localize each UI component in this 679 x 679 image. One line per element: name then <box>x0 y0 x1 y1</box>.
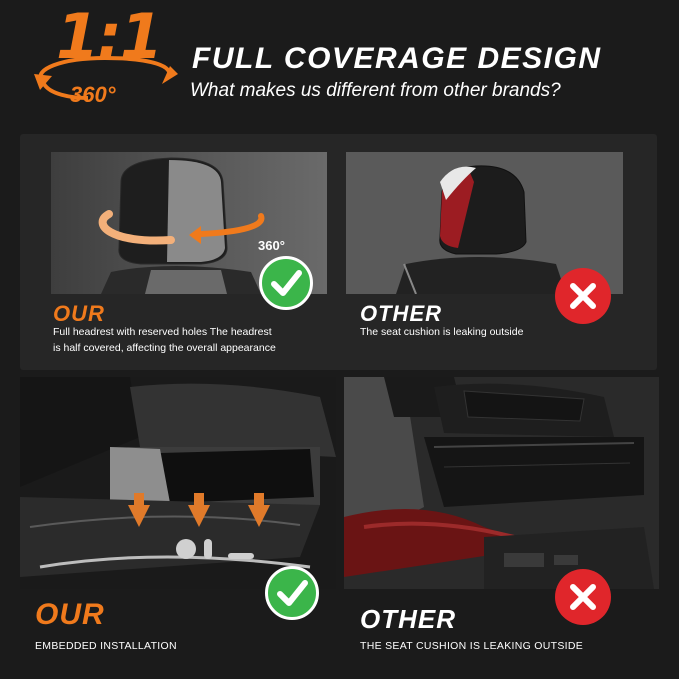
bottom-other-caption: THE SEAT CUSHION IS LEAKING OUTSIDE <box>360 640 584 652</box>
top-our-caption-line1: Full headrest with reserved holes The he… <box>53 326 272 338</box>
other-headrest-photo <box>346 152 623 294</box>
other-headrest-illustration <box>346 152 623 294</box>
other-seat-base-illustration <box>344 377 659 589</box>
bottom-our-caption: EMBEDDED INSTALLATION <box>35 640 177 652</box>
top-our-caption-line2: is half covered, affecting the overall a… <box>53 342 276 354</box>
rotation-arrow-icon <box>34 55 178 100</box>
bottom-our-label: OUR <box>35 598 105 631</box>
page-title: FULL COVERAGE DESIGN <box>192 42 602 75</box>
top-other-caption: The seat cushion is leaking outside <box>360 326 524 338</box>
bottom-other-label: OTHER <box>360 604 456 634</box>
check-icon <box>259 256 313 310</box>
headrest-illustration <box>51 152 327 294</box>
seat-base-illustration <box>20 377 336 589</box>
top-other-label: OTHER <box>360 301 442 326</box>
check-icon <box>265 566 319 620</box>
logo-degrees: 360° <box>70 82 116 107</box>
cross-icon <box>555 268 611 324</box>
other-seat-base-photo <box>344 377 659 589</box>
top-our-label: OUR <box>53 301 105 326</box>
logo <box>30 4 180 114</box>
our-seat-base-photo <box>20 377 336 589</box>
logo-ratio: 1:1 <box>56 0 163 73</box>
page-subtitle: What makes us different from other brand… <box>190 80 561 101</box>
rotation-annotation: 360° <box>258 238 285 253</box>
cross-icon <box>555 569 611 625</box>
